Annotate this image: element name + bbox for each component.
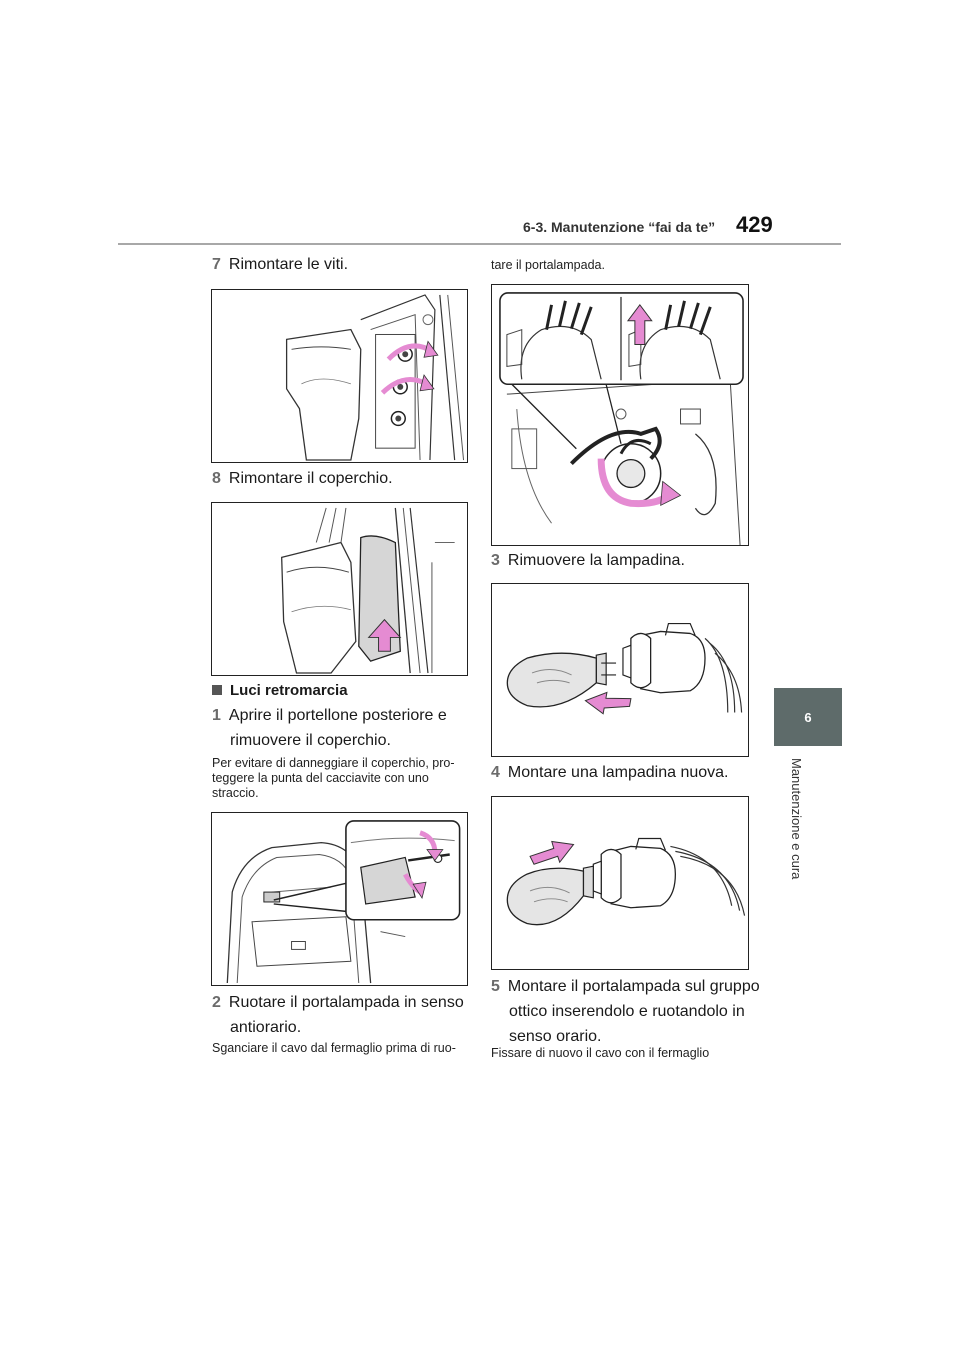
step-text: Rimuovere la lampadina. (507, 552, 685, 569)
step-number: 4 (491, 764, 500, 781)
step-text-line3: senso orario. (509, 1028, 602, 1045)
step-text: Montare una lampadina nuova. (507, 764, 729, 781)
step-text-line2: rimuovere il coperchio. (230, 732, 391, 749)
step-text: Rimontare le viti. (228, 256, 349, 273)
step-text: Rimontare il coperchio. (228, 470, 393, 487)
step-number: 2 (212, 994, 221, 1011)
section-title: 6-3. Manutenzione “fai da te” (523, 219, 716, 235)
figure-screws (211, 289, 468, 463)
step-7: 7 Rimontare le viti. (212, 253, 348, 277)
note-line3: straccio. (212, 786, 259, 800)
figure-remove-bulb (491, 583, 749, 757)
figure-bulb-holder (491, 284, 749, 546)
note-line2: teggere la punta del cacciavite con uno (212, 771, 429, 785)
note-clip-continued: tare il portalampada. (491, 258, 605, 272)
bullet-square-icon (212, 685, 222, 695)
note-line1: Per evitare di danneggiare il coperchio,… (212, 756, 455, 770)
note-screwdriver: Per evitare di danneggiare il coperchio,… (212, 756, 455, 801)
step-text-line1: Ruotare il portalampada in senso (228, 994, 464, 1011)
chapter-title: Manutenzione e cura (789, 758, 804, 880)
step-number: 1 (212, 707, 221, 724)
note-refasten: Fissare di nuovo il cavo con il fermagli… (491, 1046, 710, 1060)
chapter-tab[interactable]: 6 (774, 688, 842, 746)
step-4: 4 Montare una lampadina nuova. (491, 761, 729, 785)
page-number: 429 (736, 212, 773, 237)
step-number: 8 (212, 470, 221, 487)
note-clip: Sganciare il cavo dal fermaglio prima di… (212, 1041, 456, 1055)
step-number: 5 (491, 978, 500, 995)
tailgate-illustration (226, 820, 461, 984)
remove-bulb-illustration (506, 622, 743, 715)
step-text-line2: ottico inserendolo e ruotandolo in (509, 1003, 745, 1020)
step-2: 2 Ruotare il portalampada in senso antior… (212, 991, 464, 1040)
screws-illustration (285, 294, 465, 461)
section-heading-text: Luci retromarcia (230, 682, 348, 699)
section-heading: Luci retromarcia (212, 682, 348, 699)
step-1: 1 Aprire il portellone posteriore e rimuo… (212, 704, 447, 753)
figure-install-bulb (491, 796, 749, 970)
step-text-line1: Montare il portalampada sul gruppo (507, 978, 760, 995)
step-5: 5 Montare il portalampada sul gruppo otti… (491, 975, 760, 1049)
step-text-line1: Aprire il portellone posteriore e (228, 707, 447, 724)
bulb-holder-illustration (499, 292, 744, 545)
step-8: 8 Rimontare il coperchio. (212, 467, 393, 491)
step-text-line2: antiorario. (230, 1019, 302, 1036)
step-number: 3 (491, 552, 500, 569)
figure-tailgate (211, 812, 468, 986)
header-divider (118, 243, 841, 245)
step-number: 7 (212, 256, 221, 273)
cover-illustration (281, 507, 455, 674)
install-bulb-illustration (506, 837, 746, 926)
step-3: 3 Rimuovere la lampadina. (491, 549, 685, 573)
figure-cover (211, 502, 468, 676)
